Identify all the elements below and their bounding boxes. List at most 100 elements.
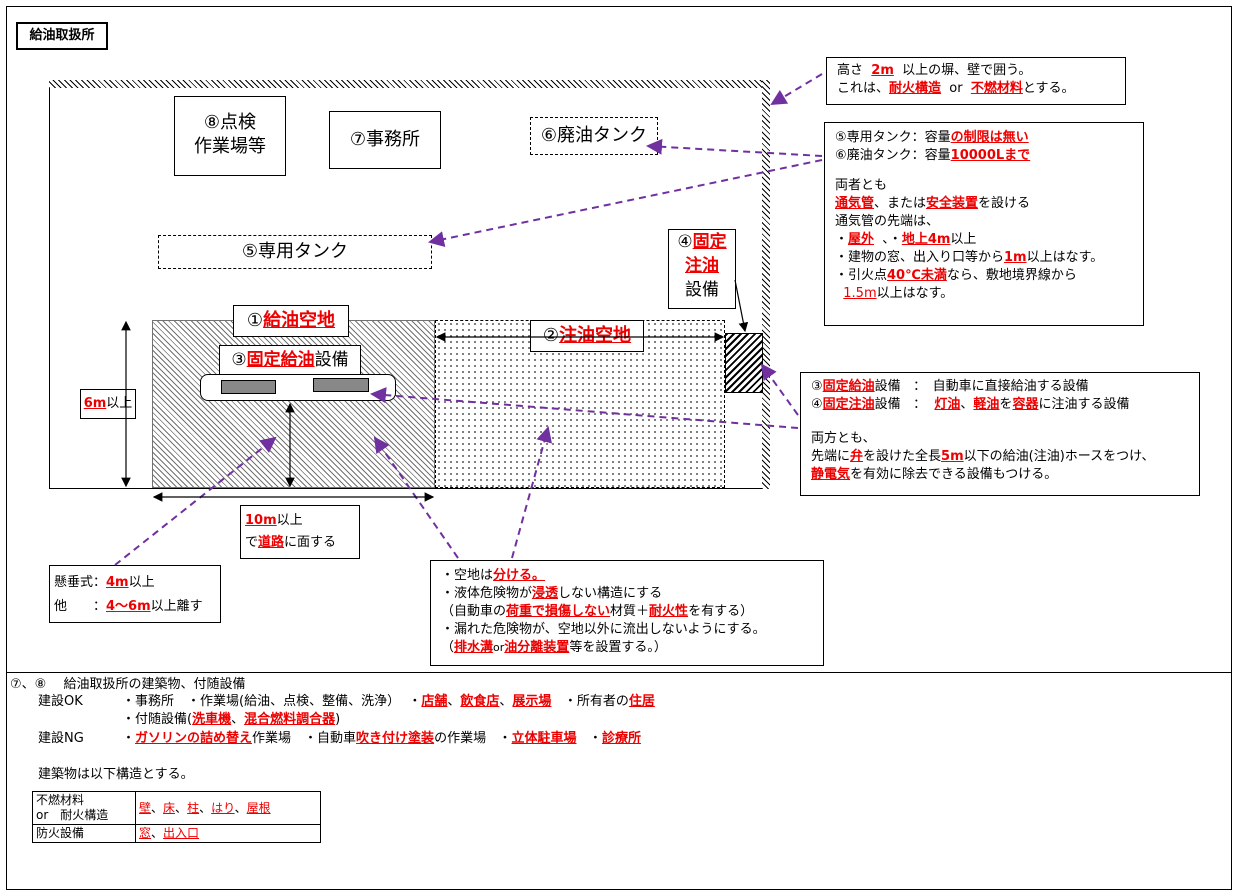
tank-note-l7-tail: 以上はなす。	[1026, 250, 1104, 265]
arrow-waste-tank	[646, 138, 823, 157]
equip-l4-red1: 弁	[850, 449, 864, 464]
structure-table: 不燃材料 or 耐火構造 壁、床、柱、はり、屋根 防火設備 窓、出入口	[32, 791, 321, 843]
inspection-label-2: 作業場等	[194, 136, 266, 157]
space-l3-pre: （自動車の	[441, 604, 507, 619]
part-sep1: 、	[151, 800, 164, 815]
table-cell-material: 不燃材料 or 耐火構造	[32, 791, 136, 825]
space-l2-pre: ・液体危険物が	[441, 586, 533, 601]
ng-line-1: ・ガソリンの詰め替え作業場 ・自動車吹き付け塗装の作業場 ・立体駐車場 ・診療所	[122, 730, 641, 748]
ok2-r1: 洗車機	[192, 712, 232, 727]
ok1-r2: 飲食店	[460, 694, 500, 709]
wall-note-l1-pre: 高さ	[837, 63, 864, 78]
table-row: 防火設備 窓、出入口	[32, 824, 321, 843]
table-r1-l2: or 耐火構造	[36, 808, 109, 822]
width-line2-pre: で	[245, 535, 259, 550]
ok1-r3: 展示場	[512, 694, 552, 709]
ok2-a: ・付随設備(	[122, 712, 193, 727]
equip-l4-pre: 先端に	[811, 449, 851, 464]
page-frame	[6, 6, 1232, 890]
fixed-pump-tail: 設備	[314, 350, 349, 370]
tank-note-l7-red: 1m	[1004, 250, 1027, 265]
space-l3-mid: 材質＋	[610, 604, 650, 619]
fixed-oiling-red2: 注油	[685, 256, 719, 276]
arrow-wall	[770, 73, 823, 106]
ok1-d: 、	[499, 694, 513, 709]
equip-l2-pre: ④	[811, 397, 823, 412]
table-cell-parts: 壁、床、柱、はり、屋根	[135, 791, 321, 825]
fixed-oiling-red: 固定	[692, 232, 727, 252]
width-line2-tail: に面する	[284, 535, 337, 550]
wall-note-l2-pre: これは、	[837, 81, 890, 96]
equip-l2-red: 固定注油	[822, 397, 875, 412]
ok1-a: ・事務所 ・作業場(給油、点検、整備、洗浄）	[122, 694, 401, 709]
arrow-oiling-label	[734, 279, 749, 333]
part-beam: はり	[211, 800, 235, 815]
wall-note-l2-red1: 耐火構造	[889, 81, 942, 96]
space-l1-red: 分ける。	[493, 568, 546, 583]
pump-unit-right	[313, 378, 369, 392]
ok-label: 建設OK	[38, 694, 83, 709]
ok-line-2: ・付随設備(洗車機、混合燃料調合器)	[122, 711, 340, 729]
pump-unit-left	[221, 380, 276, 394]
wall-note-l2-tail: とする。	[1022, 81, 1075, 96]
table-row: 不燃材料 or 耐火構造 壁、床、柱、はり、屋根	[32, 791, 321, 825]
tank-note-l6-red2: 地上4m	[901, 232, 951, 247]
equipment-note: ③固定給油設備 ： 自動車に直接給油する設備 ④固定注油設備 ： 灯油、軽油を容…	[800, 372, 1200, 496]
ng1-r4: 診療所	[601, 731, 641, 746]
tank-note-l6-tail: 以上	[950, 232, 977, 247]
refuel-space-num: ①	[246, 310, 264, 331]
office-building: ⑦事務所	[329, 111, 441, 169]
tank-note-l4-mid: 、または	[874, 196, 927, 211]
space-l2-tail: しない構造にする	[558, 586, 663, 601]
ok2-b: 、	[231, 712, 245, 727]
wall-note-l2-or: or	[949, 81, 963, 96]
width-tail: 以上	[276, 513, 303, 528]
equip-l2-sep: ：	[913, 397, 927, 412]
tank-note-l2-pre: ⑥廃油タンク：容量	[835, 148, 951, 163]
equip-l1-red: 固定給油	[822, 379, 875, 394]
hang-l2-pre: 他 ：	[54, 599, 107, 614]
height-red: 6m	[83, 396, 107, 411]
tank-note-l4-red2: 安全装置	[926, 196, 979, 211]
equip-l2-mid: 設備	[874, 397, 901, 412]
space-note: ・空地は分ける。 ・液体危険物が浸透しない構造にする （自動車の荷重で損傷しない…	[430, 560, 824, 666]
space-l3-red1: 荷重で損傷しない	[506, 604, 611, 619]
ok2-r2: 混合燃料調合器	[244, 712, 336, 727]
tank-note-l9-red: 1.5m	[843, 286, 877, 301]
width-label: 10m以上 で道路に面する	[240, 505, 360, 559]
ok1-b: ・	[408, 694, 422, 709]
space-l5-tail: 等を設置する。）	[569, 640, 667, 655]
hang-l1-pre: 懸垂式：	[54, 575, 107, 590]
ng1-b: 作業場 ・自動車	[252, 731, 357, 746]
ok1-e: ・所有者の	[563, 694, 629, 709]
equip-l2-tail: に注油する設備	[1038, 397, 1130, 412]
fixed-pump-num: ③	[231, 350, 247, 370]
space-l5-or: or	[493, 641, 505, 654]
ok1-r1: 店舗	[421, 694, 448, 709]
wall-note-l1-red: 2m	[871, 63, 894, 78]
part-sep5: 、	[151, 826, 164, 840]
dedicated-tank-label: ⑤専用タンク	[241, 241, 349, 262]
fixed-pump-label: ③固定給油設備	[219, 345, 361, 375]
space-l4: ・漏れた危険物が、空地以外に流出しないようにする。	[441, 622, 766, 637]
ng1-r3: 立体駐車場	[511, 731, 577, 746]
table-r1-l1: 不燃材料	[36, 793, 85, 807]
ng1-r2: 吹き付け塗装	[356, 731, 435, 746]
space-l5-pre: （	[441, 640, 455, 655]
tank-note-l7-pre: ・建物の窓、出入り口等から	[835, 250, 1005, 265]
waste-tank-label: ⑥廃油タンク	[540, 125, 648, 146]
table-cell-fire: 防火設備	[32, 824, 136, 843]
waste-tank: ⑥廃油タンク	[530, 117, 658, 155]
hanging-note: 懸垂式：4m以上 他 ：4～6m以上離す	[49, 565, 221, 623]
part-sep4: 、	[234, 800, 247, 815]
part-entrance: 出入口	[163, 826, 200, 840]
fixed-oiling-device	[725, 333, 763, 393]
section-divider	[6, 672, 1232, 673]
office-label: ⑦事務所	[349, 129, 421, 150]
fixed-oiling-num: ④	[677, 232, 693, 252]
part-sep3: 、	[199, 800, 212, 815]
arrow-oiling	[760, 363, 799, 416]
perimeter-wall-right	[762, 80, 770, 489]
tank-note-l8-pre: ・引火点	[835, 268, 888, 283]
